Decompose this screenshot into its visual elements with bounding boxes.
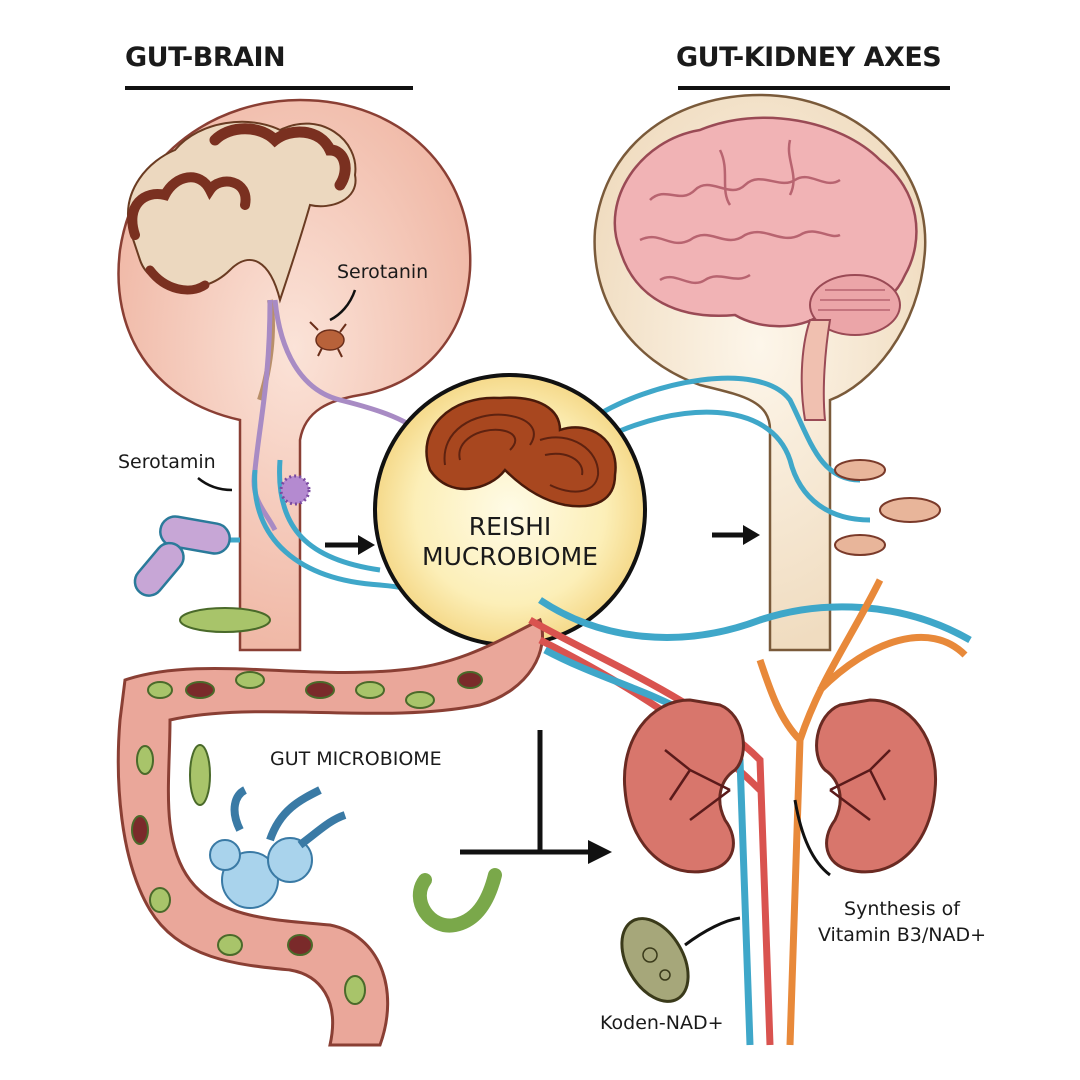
blue-cell-cluster-icon	[209, 786, 347, 909]
reishi-microbiome-label: REISHI MUCROBIOME	[410, 512, 610, 572]
spiky-microbe-icon	[279, 474, 311, 506]
synthesis-line1: Synthesis of	[844, 898, 960, 920]
synthesis-line2: Vitamin B3/NAD+	[817, 924, 987, 946]
gut-brain-brain-structure	[127, 120, 357, 401]
left-kidney	[622, 698, 745, 874]
brain-illustration	[613, 116, 918, 421]
synthesis-label: Synthesis of Vitamin B3/NAD+	[802, 896, 1002, 948]
serotanin-pointer-arrow	[329, 289, 357, 322]
serotanin-microbe-icon	[309, 321, 347, 358]
gut-brain-title: GUT-BRAIN	[125, 42, 286, 73]
kidney-veins	[664, 749, 891, 821]
right-kidney	[815, 698, 938, 874]
gut-microbiome-label: GUT MICROBIOME	[270, 748, 442, 770]
blue-vessel-right	[588, 375, 871, 523]
purple-bacteria-icon	[133, 515, 231, 597]
arrow-to-kidney	[712, 525, 760, 545]
serotamin-pointer-arrow	[197, 477, 233, 492]
arrow-to-center	[325, 535, 375, 555]
gut-kidney-title: GUT-KIDNEY AXES	[676, 42, 942, 73]
koden-bacterium-icon	[620, 917, 690, 1003]
koden-pointer-arrow	[684, 916, 741, 947]
reishi-label-line1: REISHI	[468, 512, 552, 541]
orange-vessels	[756, 578, 968, 1046]
synthesis-pointer	[793, 799, 831, 877]
reishi-mushroom-icon	[425, 396, 617, 508]
reishi-label-line2: MUCROBIOME	[422, 542, 598, 571]
gut-bacteria	[131, 607, 483, 1005]
koden-nad-label: Koden-NAD+	[600, 1012, 724, 1034]
kidney-side-bacteria	[834, 459, 941, 556]
serotamin-label: Serotamin	[118, 451, 216, 473]
serotanin-label: Serotanin	[337, 261, 429, 283]
inhibition-arrow	[460, 730, 612, 864]
green-worm-icon	[412, 868, 502, 933]
